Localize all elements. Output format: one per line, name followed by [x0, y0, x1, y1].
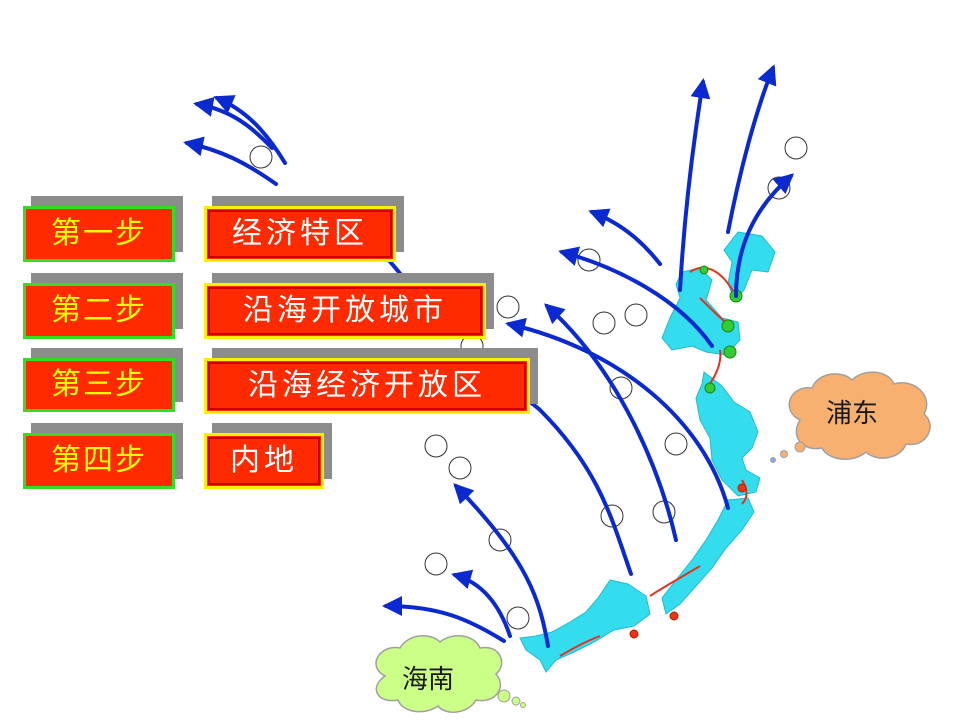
city-dot — [699, 265, 709, 275]
city-circle — [424, 552, 448, 576]
city-dot — [704, 382, 716, 394]
step-box-3: 第三步 — [23, 358, 175, 412]
step-box-4: 第四步 — [23, 433, 175, 489]
arrow — [453, 483, 550, 648]
label-box-special-economic-zone: 经济特区 — [204, 206, 396, 262]
arrow — [451, 569, 512, 638]
city-circle — [664, 432, 688, 456]
city-circle — [496, 295, 520, 319]
city-circle — [592, 311, 616, 335]
step-box-1: 第一步 — [23, 206, 175, 262]
arrow — [213, 95, 287, 165]
arrow — [505, 317, 730, 510]
arrow — [678, 78, 711, 292]
arrow — [726, 64, 777, 234]
arrow — [558, 246, 714, 348]
city-dot — [629, 629, 639, 639]
city-circle — [448, 456, 472, 480]
arrow — [382, 596, 506, 643]
pudong-cloud: 浦东 — [770, 371, 931, 463]
pudong-label: 浦东 — [826, 399, 878, 429]
city-circle — [249, 145, 273, 169]
city-dots — [629, 265, 747, 639]
city-dot — [669, 611, 679, 621]
city-dot — [737, 483, 747, 493]
city-circle — [424, 434, 448, 458]
city-dot — [721, 319, 735, 333]
city-circle — [624, 303, 648, 327]
city-dot — [723, 345, 737, 359]
hainan-cloud: 海南 — [375, 635, 526, 713]
city-circle — [784, 136, 808, 160]
city-circle — [506, 606, 530, 630]
arrow — [734, 173, 795, 298]
label-box-inland: 内地 — [204, 433, 324, 489]
hainan-label: 海南 — [402, 665, 454, 695]
label-box-coastal-economic-open-zone: 沿海经济开放区 — [204, 358, 530, 414]
arrow — [193, 97, 274, 150]
label-box-coastal-open-cities: 沿海开放城市 — [204, 283, 486, 339]
step-box-2: 第二步 — [23, 283, 175, 339]
inland-arrows — [183, 64, 795, 648]
arrow — [588, 208, 662, 266]
arrow — [183, 136, 278, 186]
arrow — [544, 303, 678, 542]
